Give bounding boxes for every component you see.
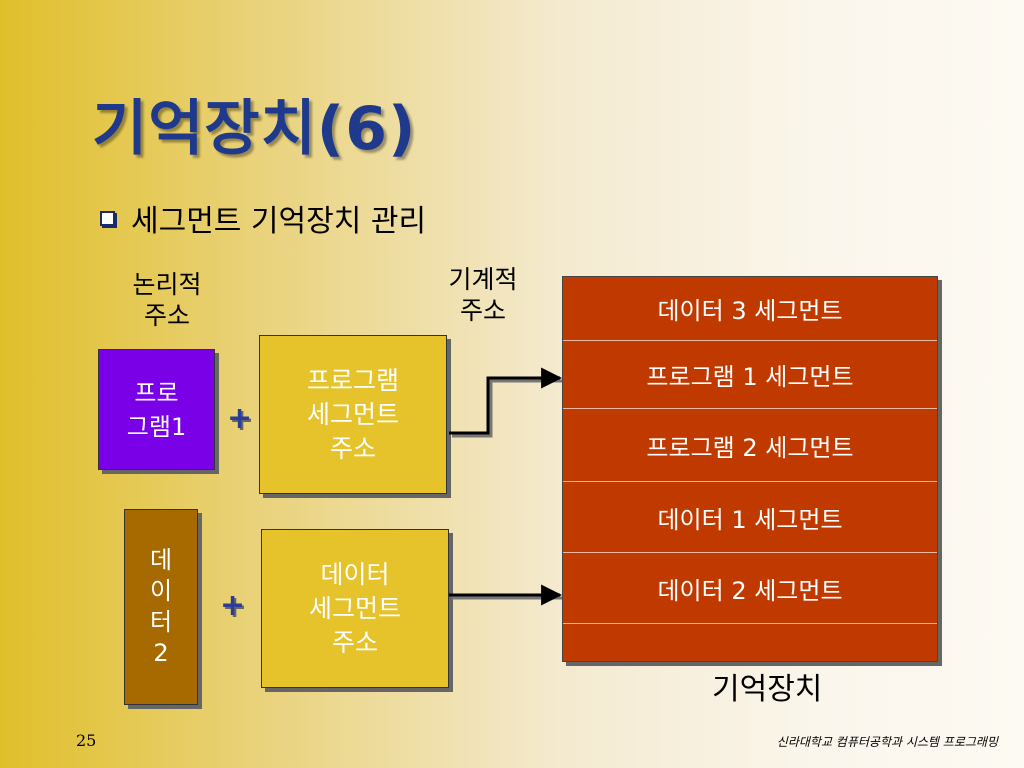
memory-segment-program-1: 프로그램 1 세그먼트 xyxy=(563,341,937,409)
program-arrow xyxy=(449,367,563,435)
memory-segment-empty xyxy=(563,624,937,661)
memory-block: 데이터 3 세그먼트 프로그램 1 세그먼트 프로그램 2 세그먼트 데이터 1… xyxy=(562,276,938,662)
footer-text: 신라대학교 컴퓨터공학과 시스템 프로그래밍 xyxy=(776,735,998,749)
memory-segment-data-2-label: 데이터 2 세그먼트 xyxy=(657,576,843,605)
page-title: 기억장치(6) xyxy=(92,94,417,164)
memory-segment-program-1-label: 프로그램 1 세그먼트 xyxy=(646,363,854,391)
plus-sign-bottom: + xyxy=(220,588,246,623)
memory-segment-data-1: 데이터 1 세그먼트 xyxy=(563,482,937,553)
memory-segment-program-2-label: 프로그램 2 세그먼트 xyxy=(646,433,854,462)
data-segment-address-box: 데이터 세그먼트 주소 xyxy=(261,529,449,688)
bullet-text: 세그먼트 기억장치 관리 xyxy=(131,204,427,239)
data-2-box: 데 이 터 2 xyxy=(124,509,198,705)
bullet-square-icon xyxy=(100,210,115,226)
program-1-box-label: 프로 그램1 xyxy=(126,378,187,441)
memory-segment-data-3-label: 데이터 3 세그먼트 xyxy=(657,297,843,325)
memory-segment-data-2: 데이터 2 세그먼트 xyxy=(563,553,937,624)
memory-segment-data-1-label: 데이터 1 세그먼트 xyxy=(657,505,843,534)
data-2-box-label: 데 이 터 2 xyxy=(149,546,173,667)
program-arrow-shadow xyxy=(452,379,564,438)
program-segment-address-label: 프로그램 세그먼트 주소 xyxy=(306,365,399,463)
program-1-box: 프로 그램1 xyxy=(98,349,215,470)
memory-segment-data-3: 데이터 3 세그먼트 xyxy=(563,277,937,341)
memory-segment-program-2: 프로그램 2 세그먼트 xyxy=(563,409,937,482)
page-number: 25 xyxy=(76,731,97,750)
logical-address-label: 논리적 주소 xyxy=(132,270,202,330)
memory-label: 기억장치 xyxy=(712,672,823,707)
bullet-row: 세그먼트 기억장치 관리 xyxy=(100,196,426,240)
program-segment-address-box: 프로그램 세그먼트 주소 xyxy=(259,335,447,494)
plus-sign-top: + xyxy=(227,401,253,436)
data-segment-address-label: 데이터 세그먼트 주소 xyxy=(308,559,401,657)
physical-address-label: 기계적 주소 xyxy=(448,265,518,325)
